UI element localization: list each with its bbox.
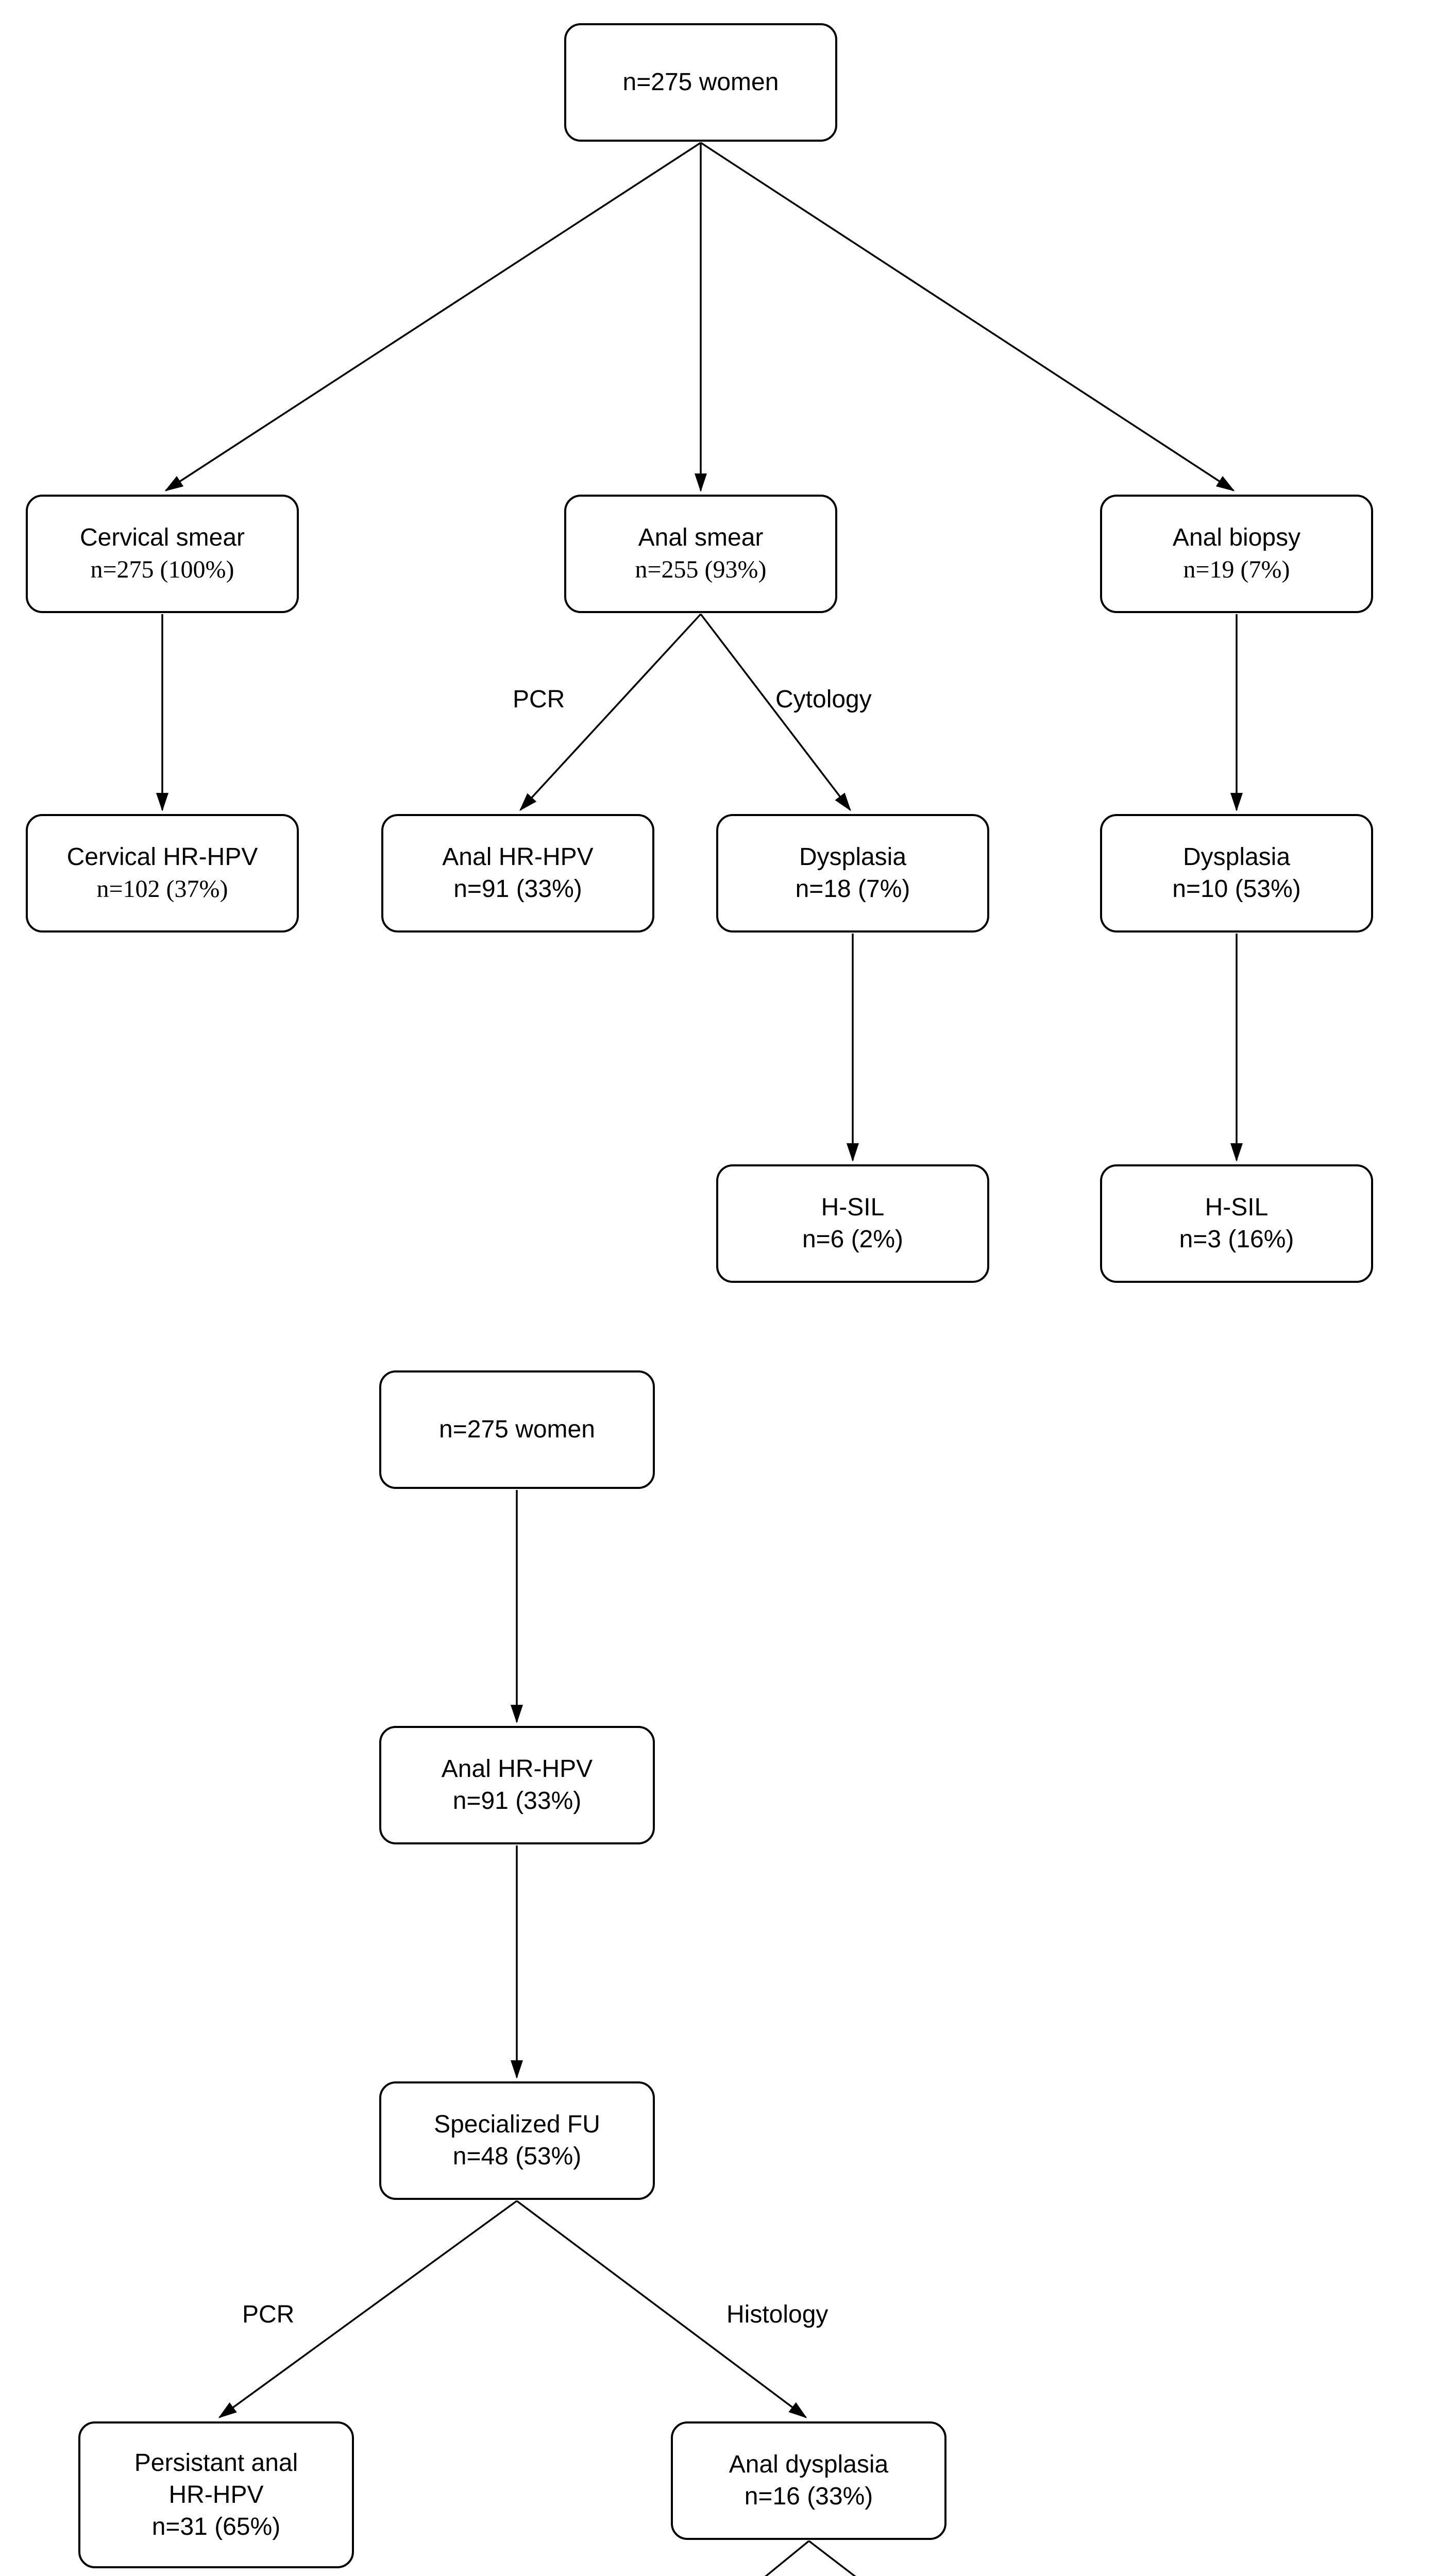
node-count: n=275 (100%): [90, 556, 234, 583]
node-label: Cervical HR-HPV: [66, 843, 258, 871]
node-anal-dysplasia: Anal dysplasia n=16 (33%): [671, 2421, 946, 2540]
edge-root-to-cervical-smear: [164, 142, 701, 492]
node-cervical-hrhpv: Cervical HR-HPV n=102 (37%): [26, 814, 299, 933]
node-label: Anal biopsy: [1172, 524, 1301, 551]
node-label: n=275 women: [439, 1416, 595, 1443]
node-count: n=19 (7%): [1183, 556, 1290, 583]
node-anal-hrhpv-2: Anal HR-HPV n=91 (33%): [379, 1726, 655, 1844]
node-hsil-biopsy: H-SIL n=3 (16%): [1100, 1164, 1373, 1283]
node-specialized-fu: Specialized FU n=48 (53%): [379, 2081, 655, 2200]
edge-anal-dysplasia-to-hsil: [765, 2540, 810, 2576]
edge-label-histology: Histology: [726, 2301, 829, 2328]
node-count: n=3 (16%): [1179, 1226, 1294, 1253]
node-label: H-SIL: [821, 1194, 885, 1221]
node-count: n=16 (33%): [744, 2483, 873, 2510]
node-count: n=6 (2%): [802, 1226, 904, 1253]
node-anal-biopsy: Anal biopsy n=19 (7%): [1100, 495, 1373, 613]
node-anal-smear: Anal smear n=255 (93%): [564, 495, 837, 613]
node-count: n=48 (53%): [452, 2143, 582, 2170]
node-cervical-smear: Cervical smear n=275 (100%): [26, 495, 299, 613]
edge-label-pcr-2: PCR: [242, 2301, 295, 2328]
node-label: Cervical smear: [79, 524, 245, 551]
node-count: n=91 (33%): [452, 1787, 582, 1815]
node-root2-women: n=275 women: [379, 1370, 655, 1489]
node-hsil-cytology: H-SIL n=6 (2%): [716, 1164, 989, 1283]
node-count: n=10 (53%): [1172, 875, 1301, 903]
node-label: Anal smear: [638, 524, 764, 551]
node-count: n=91 (33%): [453, 875, 582, 903]
edge-label-cytology: Cytology: [775, 686, 872, 713]
node-count: n=255 (93%): [635, 556, 767, 583]
node-count: n=102 (37%): [96, 875, 228, 903]
node-label: H-SIL: [1205, 1194, 1269, 1221]
node-label: Anal HR-HPV: [442, 843, 594, 871]
node-count: n=18 (7%): [795, 875, 910, 903]
edge-anal-dysplasia-to-ptis: [808, 2540, 856, 2576]
node-label: HR-HPV: [168, 2481, 264, 2509]
node-persistant-anal-hrhpv: Persistant anal HR-HPV n=31 (65%): [78, 2421, 354, 2568]
node-count: n=31 (65%): [151, 2513, 281, 2540]
node-label: Dysplasia: [1182, 843, 1291, 871]
node-label: n=275 women: [622, 69, 779, 96]
node-label: Anal HR-HPV: [441, 1755, 593, 1783]
node-label: Dysplasia: [799, 843, 907, 871]
node-anal-hrhpv: Anal HR-HPV n=91 (33%): [381, 814, 654, 933]
node-root-women: n=275 women: [564, 23, 837, 142]
edge-root-to-anal-biopsy: [700, 142, 1235, 492]
edge-label-pcr: PCR: [513, 686, 565, 713]
node-dysplasia-biopsy: Dysplasia n=10 (53%): [1100, 814, 1373, 933]
node-label: Persistant anal: [134, 2449, 298, 2477]
node-dysplasia-cytology: Dysplasia n=18 (7%): [716, 814, 989, 933]
node-label: Anal dysplasia: [729, 2451, 889, 2478]
node-label: Specialized FU: [434, 2111, 600, 2138]
